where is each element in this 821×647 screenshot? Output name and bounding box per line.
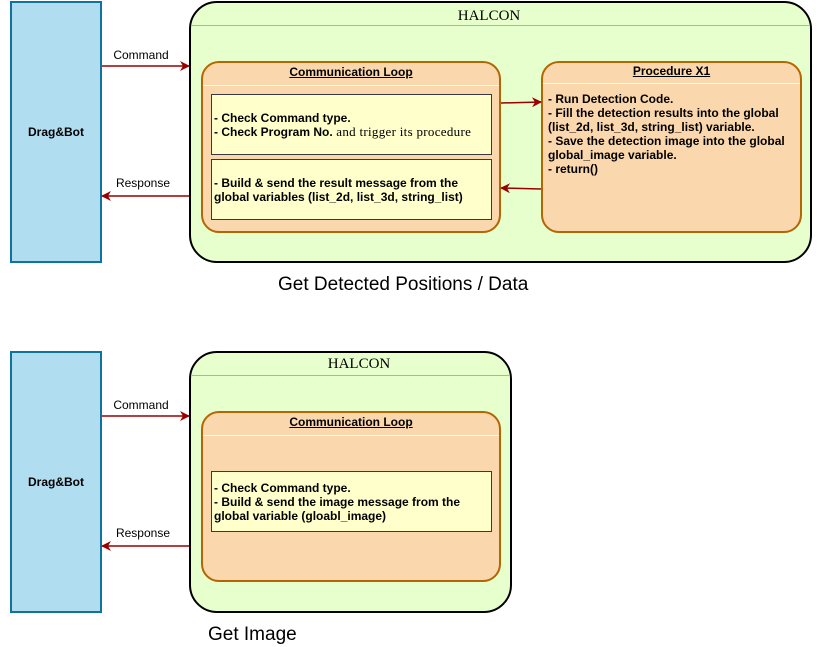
communication-loop-divider-bottom (203, 435, 499, 436)
note-line: - Check Command type. (214, 110, 351, 125)
response-label-bottom: Response (112, 526, 174, 540)
procedure-line: - Run Detection Code. (548, 92, 674, 106)
dragbot-box-top: Drag&Bot (10, 1, 102, 263)
procedure-line: (list_2d, list_3d, string_list) variable… (548, 120, 755, 134)
note-line: - Check Command type. (214, 480, 351, 495)
note-line: global variable (gloabl_image) (214, 508, 387, 523)
note-line: - Build & send the result message from t… (214, 175, 459, 190)
communication-loop-title-top: Communication Loop (289, 65, 413, 79)
procedure-line: - return() (548, 162, 598, 176)
procedure-x1-title: Procedure X1 (632, 64, 711, 78)
halcon-title-top: HALCON (457, 8, 521, 24)
command-label-top: Command (110, 48, 172, 62)
check-command-note: - Check Command type. - Check Program No… (211, 94, 492, 155)
procedure-line: - Save the detection image into the glob… (548, 134, 785, 148)
note-line: global variables (list_2d, list_3d, stri… (214, 189, 463, 204)
communication-loop-divider-top (203, 85, 499, 86)
dragbot-label: Drag&Bot (28, 475, 84, 489)
procedure-x1-divider (543, 83, 800, 84)
procedure-x1-box (541, 61, 802, 233)
caption-bottom: Get Image (208, 624, 297, 645)
image-message-note: - Check Command type. - Build & send the… (211, 471, 492, 532)
procedure-line: global_image variable. (548, 148, 677, 162)
dragbot-label: Drag&Bot (28, 125, 84, 139)
procedure-line: - Fill the detection results into the gl… (548, 106, 779, 120)
command-label-bottom: Command (110, 398, 172, 412)
communication-loop-title-bottom: Communication Loop (289, 415, 413, 429)
note-line: - Build & send the image message from th… (214, 494, 461, 509)
note-line: - Check Program No. and trigger its proc… (214, 123, 489, 139)
halcon-divider-top (192, 25, 809, 26)
dragbot-box-bottom: Drag&Bot (10, 351, 102, 613)
procedure-to-loop-arrow (500, 183, 542, 194)
procedure-x1-text: - Run Detection Code. - Fill the detecti… (548, 92, 798, 176)
note-line-serif: and trigger its procedure (332, 123, 472, 139)
loop-to-procedure-arrow (500, 97, 542, 108)
build-result-note: - Build & send the result message from t… (211, 159, 492, 220)
halcon-divider-bottom (192, 375, 509, 376)
response-label-top: Response (112, 176, 174, 190)
note-line-bold: - Check Program No. (214, 124, 333, 139)
caption-top: Get Detected Positions / Data (278, 274, 529, 295)
halcon-title-bottom: HALCON (327, 356, 391, 372)
